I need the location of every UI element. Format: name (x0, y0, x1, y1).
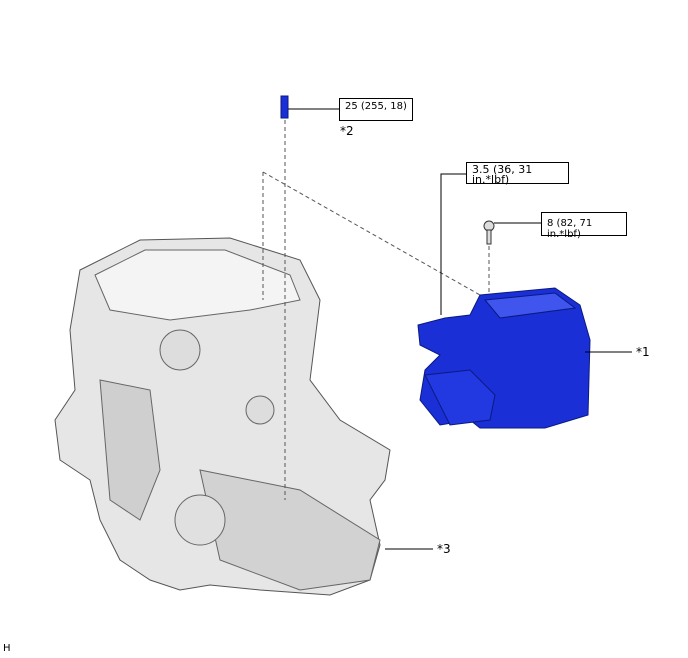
sensor-part (280, 95, 289, 119)
assembly-guide-lines (262, 120, 490, 500)
torque-label-bolt: 8 (82, 71 in.*lbf) (541, 212, 627, 240)
air-cleaner-assembly (417, 287, 591, 429)
callout-sensor: *2 (340, 124, 354, 138)
corner-mark: H (3, 643, 11, 654)
callout-air-cleaner: *1 (636, 345, 650, 359)
bolt-part (483, 220, 495, 245)
torque-label-sensor: 25 (255, 18) (339, 98, 413, 121)
callout-engine: *3 (437, 542, 451, 556)
torque-label-hose-clamp: 3.5 (36, 31 in.*lbf) (466, 162, 569, 185)
leader-lines (288, 108, 632, 550)
engine-assembly (54, 237, 391, 596)
